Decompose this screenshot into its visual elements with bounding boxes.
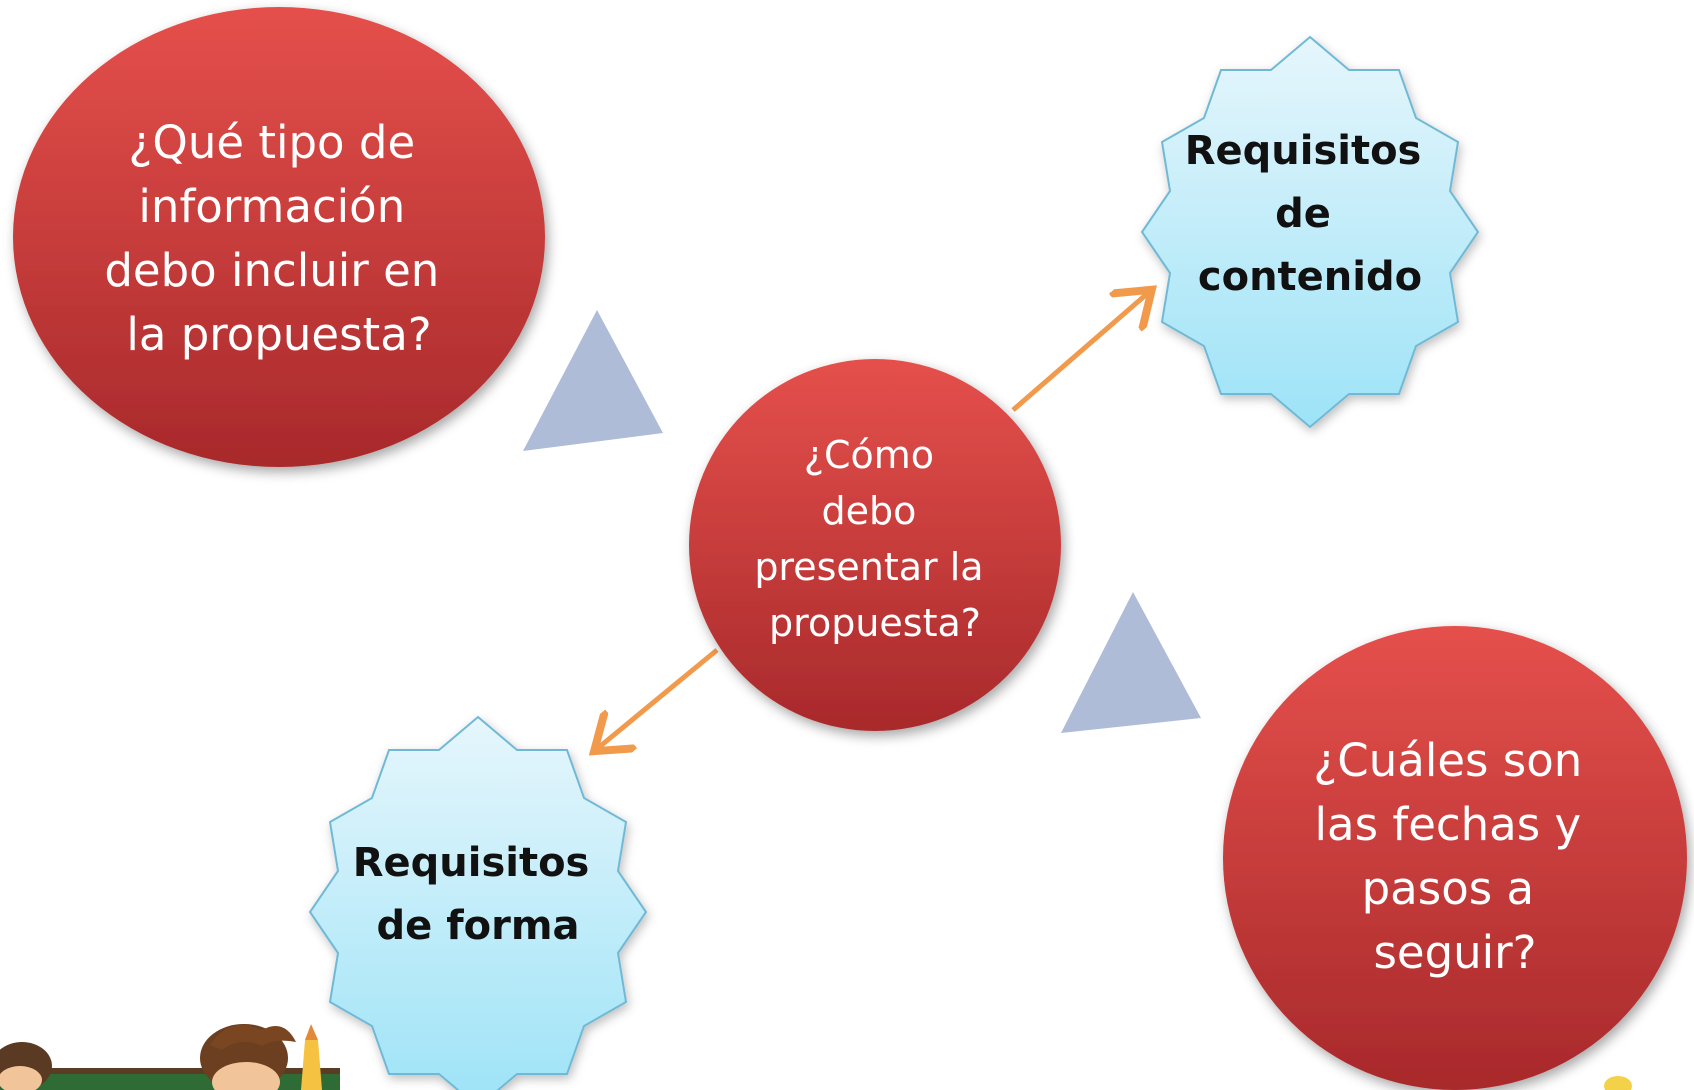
arrow-to-content-requirements (1011, 293, 1148, 412)
content-requirements-line-2: de (1275, 191, 1331, 237)
question-dates-line-1: ¿Cuáles son (1313, 734, 1582, 787)
question-information-line-3: debo incluir en (104, 244, 439, 297)
cartoon-illustration (0, 1024, 340, 1090)
question-dates-line-2: las fechas y (1315, 798, 1582, 851)
question-presentation-line-4: propuesta? (769, 601, 981, 645)
question-dates-line-4: seguir? (1373, 926, 1536, 979)
question-information-line-2: información (138, 180, 405, 233)
triangle-shape-upper (523, 310, 663, 451)
svg-text:¿Cuáles son las fechas y: ¿Cuáles son las fechas y pasos a seguir? (1313, 734, 1596, 979)
requirement-node-form: Requisitos de forma (308, 715, 648, 1090)
svg-text:Requisitos de forma: Requisitos de forma (353, 840, 604, 949)
svg-text:Requisitos de cont: Requisitos de contenido (1185, 128, 1436, 300)
form-requirements-line-2: de forma (377, 903, 580, 949)
question-presentation-line-2: debo (822, 489, 917, 533)
question-presentation-line-3: presentar la (754, 545, 983, 589)
corner-decoration (1604, 1076, 1632, 1090)
content-requirements-line-3: contenido (1198, 254, 1422, 300)
form-requirements-line-1: Requisitos (353, 840, 590, 886)
content-requirements-line-1: Requisitos (1185, 128, 1422, 174)
question-node-dates-steps: ¿Cuáles son las fechas y pasos a seguir? (1223, 626, 1687, 1090)
requirement-node-content: Requisitos de contenido (1140, 35, 1480, 429)
arrow-to-form-requirements (598, 648, 719, 748)
question-information-line-1: ¿Qué tipo de (129, 116, 416, 169)
question-presentation-line-1: ¿Cómo (804, 433, 934, 477)
question-node-presentation: ¿Cómo debo presentar la propuesta? (689, 359, 1061, 731)
question-dates-line-3: pasos a (1362, 862, 1534, 915)
svg-text:¿Cómo debo present: ¿Cómo debo presentar la propuesta? (754, 433, 995, 645)
question-node-information: ¿Qué tipo de información debo incluir en… (13, 7, 545, 467)
triangle-shape-lower (1061, 592, 1201, 733)
svg-text:¿Qué tipo de información: ¿Qué tipo de información debo incluir en… (104, 116, 453, 361)
question-information-line-4: la propuesta? (126, 308, 431, 361)
